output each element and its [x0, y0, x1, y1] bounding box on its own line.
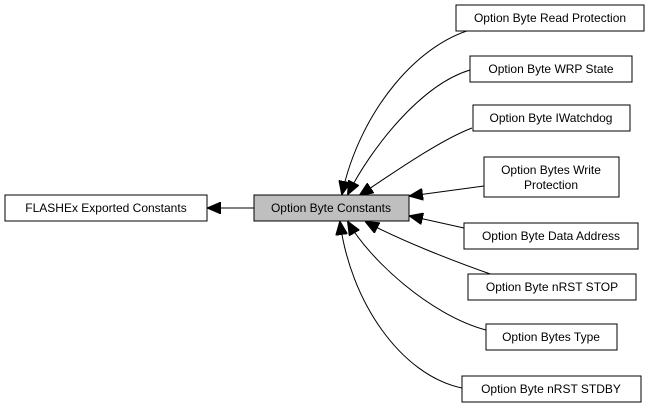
node-option-byte-wrp-state[interactable]: Option Byte WRP State	[469, 55, 633, 83]
edge-bytes-type	[348, 222, 487, 331]
node-label: Option Byte IWatchdog	[490, 111, 613, 125]
edge-nrst-stop	[366, 222, 497, 277]
edge-read-protection	[342, 27, 479, 194]
node-label: Option Byte Constants	[271, 201, 391, 215]
node-option-byte-read-protection[interactable]: Option Byte Read Protection	[455, 4, 645, 32]
node-option-byte-iwatchdog[interactable]: Option Byte IWatchdog	[472, 104, 631, 132]
node-label: Option Byte nRST STDBY	[481, 382, 621, 396]
node-option-byte-data-address[interactable]: Option Byte Data Address	[463, 222, 639, 250]
node-label: Option Byte Data Address	[482, 229, 620, 243]
node-option-byte-nrst-stop[interactable]: Option Byte nRST STOP	[467, 273, 637, 301]
edge-data-address	[410, 216, 465, 229]
edge-iwatchdog	[360, 127, 473, 195]
node-option-byte-constants[interactable]: Option Byte Constants	[253, 194, 410, 222]
edge-write-protection	[410, 185, 485, 196]
node-label: Option Byte Read Protection	[474, 11, 626, 25]
edge-nrst-stdby	[340, 222, 463, 389]
node-label-line-2: Protection	[524, 178, 578, 192]
node-label: FLASHEx Exported Constants	[25, 201, 186, 215]
node-option-bytes-write-protection[interactable]: Option Bytes Write Protection	[483, 156, 620, 198]
node-option-byte-nrst-stdby[interactable]: Option Byte nRST STDBY	[461, 375, 642, 403]
node-option-bytes-type[interactable]: Option Bytes Type	[485, 323, 618, 351]
node-label-line-1: Option Bytes Write	[501, 163, 601, 177]
node-flashex-exported-constants[interactable]: FLASHEx Exported Constants	[4, 194, 208, 222]
node-label: Option Byte nRST STOP	[486, 280, 618, 294]
node-label: Option Byte WRP State	[488, 62, 613, 76]
node-label: Option Bytes Type	[502, 330, 600, 344]
edge-wrp-state	[348, 69, 471, 194]
